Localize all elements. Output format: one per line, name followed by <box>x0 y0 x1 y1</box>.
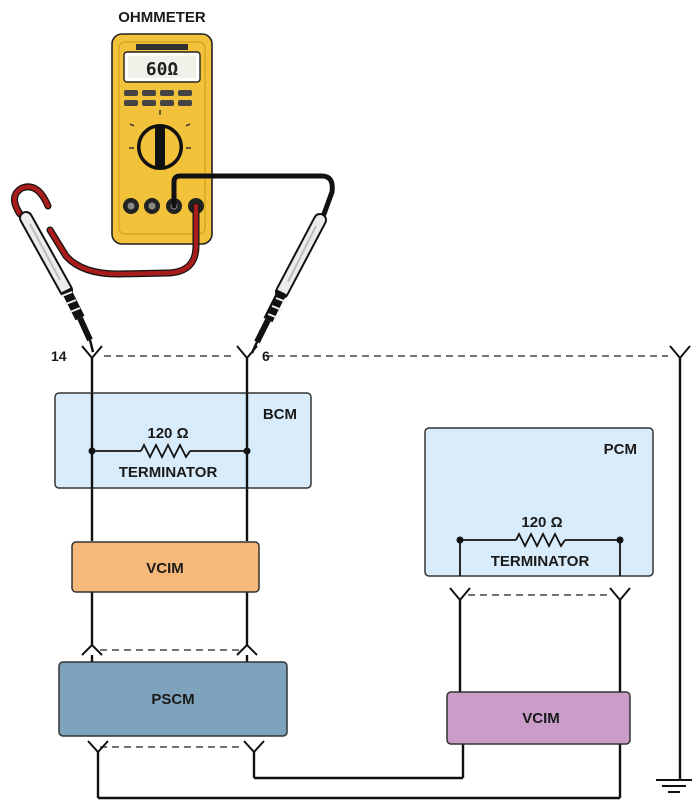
pscm-label: PSCM <box>151 691 194 708</box>
pcm-resistor-value: 120 Ω <box>521 514 562 531</box>
vcim-bottom-label: VCIM <box>522 710 560 727</box>
right-probe <box>250 213 327 354</box>
bcm-label: BCM <box>263 406 297 423</box>
vcim-top-module <box>71 541 260 593</box>
pcm-terminator-label: TERMINATOR <box>491 553 590 570</box>
vcim-top-label: VCIM <box>146 560 184 577</box>
bcm-resistor-value: 120 Ω <box>147 425 188 442</box>
pcm-label: PCM <box>604 441 637 458</box>
pin-14-label: 14 <box>51 348 67 364</box>
vcim-bottom-module <box>446 691 631 745</box>
meter-display: 60Ω <box>146 59 179 80</box>
meter-title: OHMMETER <box>118 9 206 26</box>
pcm-module <box>424 427 654 577</box>
pin-6-label: 6 <box>262 348 270 364</box>
connector-symbols <box>81 345 691 754</box>
black-test-lead <box>171 173 335 217</box>
pscm-module <box>58 661 288 737</box>
left-probe <box>19 211 95 353</box>
multimeter-icon <box>111 33 213 245</box>
ground-icon <box>656 779 692 793</box>
bcm-terminator-label: TERMINATOR <box>119 464 218 481</box>
resistor-icon <box>459 531 621 576</box>
